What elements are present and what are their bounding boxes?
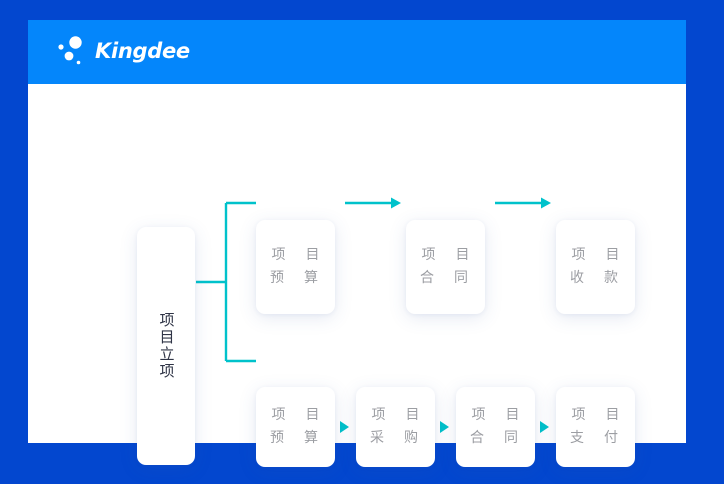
flow-node-bottom-contract[interactable]: 项 目 合 同 bbox=[456, 387, 535, 467]
flow-node-bottom-payment[interactable]: 项 目 支 付 bbox=[556, 387, 635, 467]
flow-node-label: 项 目 收 款 bbox=[570, 247, 623, 286]
flow-node-label: 项 目 支 付 bbox=[570, 407, 623, 446]
flow-node-top-contract[interactable]: 项 目 合 同 bbox=[406, 220, 485, 314]
flow-node-label: 项 目 预 算 bbox=[270, 247, 323, 286]
flow-node-label: 项 目 合 同 bbox=[420, 247, 473, 286]
content-card: Kingdee bbox=[28, 20, 686, 467]
flow-node-bottom-budget[interactable]: 项 目 预 算 bbox=[256, 387, 335, 467]
flow-node-top-budget[interactable]: 项 目 预 算 bbox=[256, 220, 335, 314]
flow-node-origin[interactable]: 项目立项 bbox=[137, 227, 195, 465]
flow-node-label: 项 目 预 算 bbox=[270, 407, 323, 446]
kingdee-dots-logo-icon bbox=[56, 35, 86, 67]
flow-node-bottom-procurement[interactable]: 项 目 采 购 bbox=[356, 387, 435, 467]
flow-arrow-triangle bbox=[340, 421, 349, 433]
brand-name: Kingdee bbox=[95, 38, 190, 63]
kingdee-logo: Kingdee bbox=[56, 33, 190, 69]
flow-node-label: 项 目 合 同 bbox=[470, 407, 523, 446]
header-bar: Kingdee bbox=[28, 20, 686, 84]
flow-node-label: 项目立项 bbox=[157, 312, 176, 380]
flow-node-top-receipt[interactable]: 项 目 收 款 bbox=[556, 220, 635, 314]
flow-node-label: 项 目 采 购 bbox=[370, 407, 423, 446]
process-flow-diagram: 项目立项 项 目 预 算 项 目 合 同 项 目 收 款 项 目 预 算 项 目 bbox=[28, 84, 686, 467]
white-panel: 项目立项 项 目 预 算 项 目 合 同 项 目 收 款 项 目 预 算 项 目 bbox=[28, 84, 686, 467]
flow-arrow-triangle bbox=[540, 421, 549, 433]
flow-arrow-triangle bbox=[440, 421, 449, 433]
